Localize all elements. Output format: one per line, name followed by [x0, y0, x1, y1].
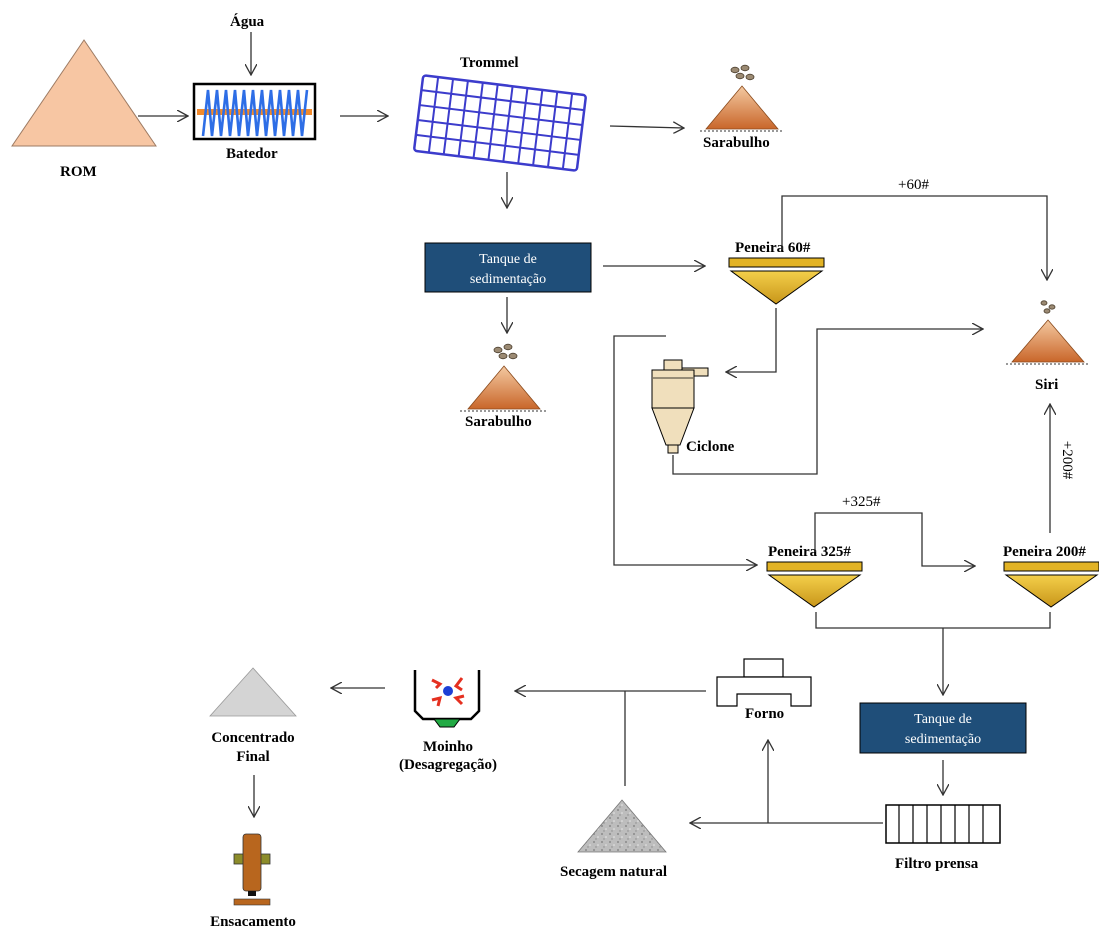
sarabulho-mid-label: Sarabulho	[465, 414, 532, 430]
siri-pile	[1006, 300, 1090, 365]
trommel-icon	[413, 74, 587, 172]
forno-icon	[716, 658, 812, 707]
siri-label: Siri	[1035, 377, 1058, 393]
sarabulho-pile-mid	[460, 343, 546, 412]
sarabulho-top-label: Sarabulho	[703, 135, 770, 151]
peneira325-icon	[766, 561, 863, 608]
arrow-peneira325-to-peneira200	[814, 512, 975, 566]
tanque1-line2: sedimentação	[470, 272, 546, 287]
secagem-label: Secagem natural	[560, 864, 667, 880]
tanque2-line2: sedimentação	[905, 732, 981, 747]
agua-label: Água	[230, 13, 265, 30]
underflow-collector	[815, 612, 1051, 629]
sarabulho-pile-top	[700, 64, 784, 132]
tanque-sedimentacao-1: Tanque de sedimentação	[424, 242, 592, 293]
peneira200-icon	[1003, 561, 1099, 608]
arrow-ciclone-to-siri	[672, 329, 983, 475]
concentrado-line2: Final	[236, 749, 269, 765]
rom-pile	[11, 39, 157, 147]
trommel-label: Trommel	[460, 55, 519, 71]
arrow-trommel-to-sarabulho	[609, 126, 684, 128]
arrow-peneira60-oversize-to-siri	[781, 195, 1047, 280]
forno-label: Forno	[745, 706, 784, 722]
moinho-line2: (Desagregação)	[399, 757, 497, 773]
rom-label: ROM	[60, 164, 97, 180]
peneira200-label: Peneira 200#	[1003, 544, 1086, 560]
plus200-label: +200#	[1059, 441, 1075, 480]
concentrado-final-pile	[209, 667, 297, 717]
ensacamento-label: Ensacamento	[210, 914, 296, 930]
ciclone-label: Ciclone	[686, 439, 735, 455]
plus325-label: +325#	[842, 494, 881, 510]
tanque1-line1: Tanque de	[479, 252, 537, 267]
ciclone-icon	[651, 359, 709, 454]
arrow-ciclone-to-peneira325	[613, 335, 757, 565]
plus60-label: +60#	[898, 177, 929, 193]
ensacamento-icon	[233, 833, 271, 906]
moinho-line1: Moinho	[423, 739, 473, 755]
tanque-sedimentacao-2: Tanque de sedimentação	[859, 702, 1027, 754]
tanque2-line1: Tanque de	[914, 712, 972, 727]
concentrado-line1: Concentrado	[211, 730, 294, 746]
moinho-icon	[413, 670, 481, 728]
filtro-prensa-icon	[885, 804, 1001, 844]
peneira60-icon	[728, 257, 825, 305]
secagem-natural-pile	[577, 799, 667, 853]
peneira60-label: Peneira 60#	[735, 240, 811, 256]
arrow-peneira60-to-ciclone	[726, 308, 777, 372]
peneira325-label: Peneira 325#	[768, 544, 851, 560]
batedor-icon	[192, 82, 317, 141]
filtro-label: Filtro prensa	[895, 856, 979, 872]
batedor-label: Batedor	[226, 146, 278, 162]
